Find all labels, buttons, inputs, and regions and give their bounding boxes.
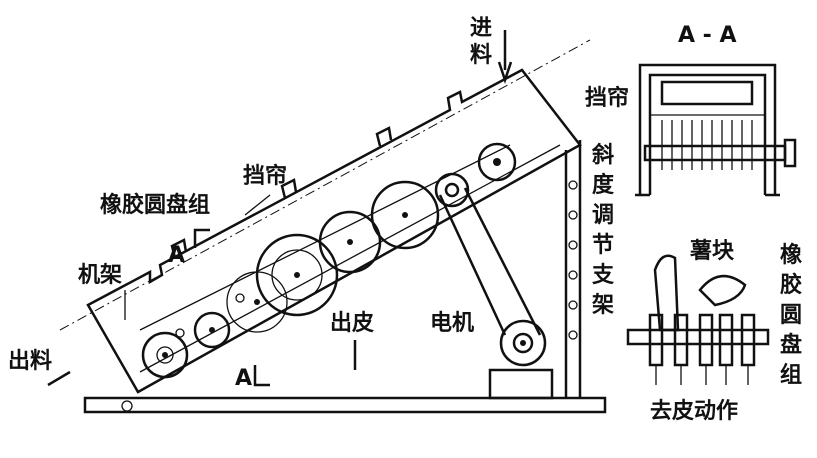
feed-arrow (497, 30, 513, 84)
label-frame: 机架 (78, 262, 122, 288)
tilt-support-column (564, 140, 582, 398)
svg-text:节: 节 (592, 233, 614, 258)
inclined-frame (59, 39, 591, 394)
svg-text:架: 架 (592, 292, 614, 318)
svg-text:组: 组 (780, 362, 802, 388)
svg-text:支: 支 (592, 263, 615, 288)
label-feed-in-2: 料 (470, 43, 492, 68)
peeling-action-view (626, 254, 770, 385)
label-rubber-disc-group: 橡胶圆盘组 (100, 192, 210, 218)
label-potato-block: 薯块 (689, 239, 735, 264)
pivot-pin (121, 400, 133, 412)
svg-text:调: 调 (592, 203, 614, 228)
svg-text:度: 度 (592, 172, 615, 198)
svg-text:圆: 圆 (780, 303, 802, 328)
discharge-arrow (47, 370, 71, 387)
label-section-mark-bottom: A (235, 366, 252, 391)
svg-text:盘: 盘 (780, 332, 802, 358)
label-tilt-support: 斜 度 调 节 支 架 (591, 142, 615, 318)
label-section-mark-top: A (168, 243, 185, 268)
section-view (635, 63, 797, 197)
label-section-title: A - A (678, 23, 737, 48)
svg-text:胶: 胶 (780, 272, 802, 298)
label-section-curtain: 挡帘 (585, 85, 629, 111)
base-plate (83, 396, 607, 414)
svg-text:斜: 斜 (591, 142, 614, 168)
label-peel-out: 出皮 (330, 310, 374, 336)
label-curtain: 挡帘 (243, 163, 287, 189)
motor (438, 187, 554, 400)
section-mark-top-icon (193, 228, 210, 248)
label-motor: 电机 (430, 311, 474, 336)
label-discharge: 出料 (8, 349, 52, 374)
label-peeling-action: 去皮动作 (650, 398, 738, 424)
rubber-discs (141, 142, 517, 379)
section-mark-bottom-icon (253, 365, 270, 387)
svg-text:橡: 橡 (780, 242, 802, 268)
label-feed-in-1: 进 (470, 16, 492, 41)
label-right-disc-group: 橡 胶 圆 盘 组 (780, 242, 802, 388)
